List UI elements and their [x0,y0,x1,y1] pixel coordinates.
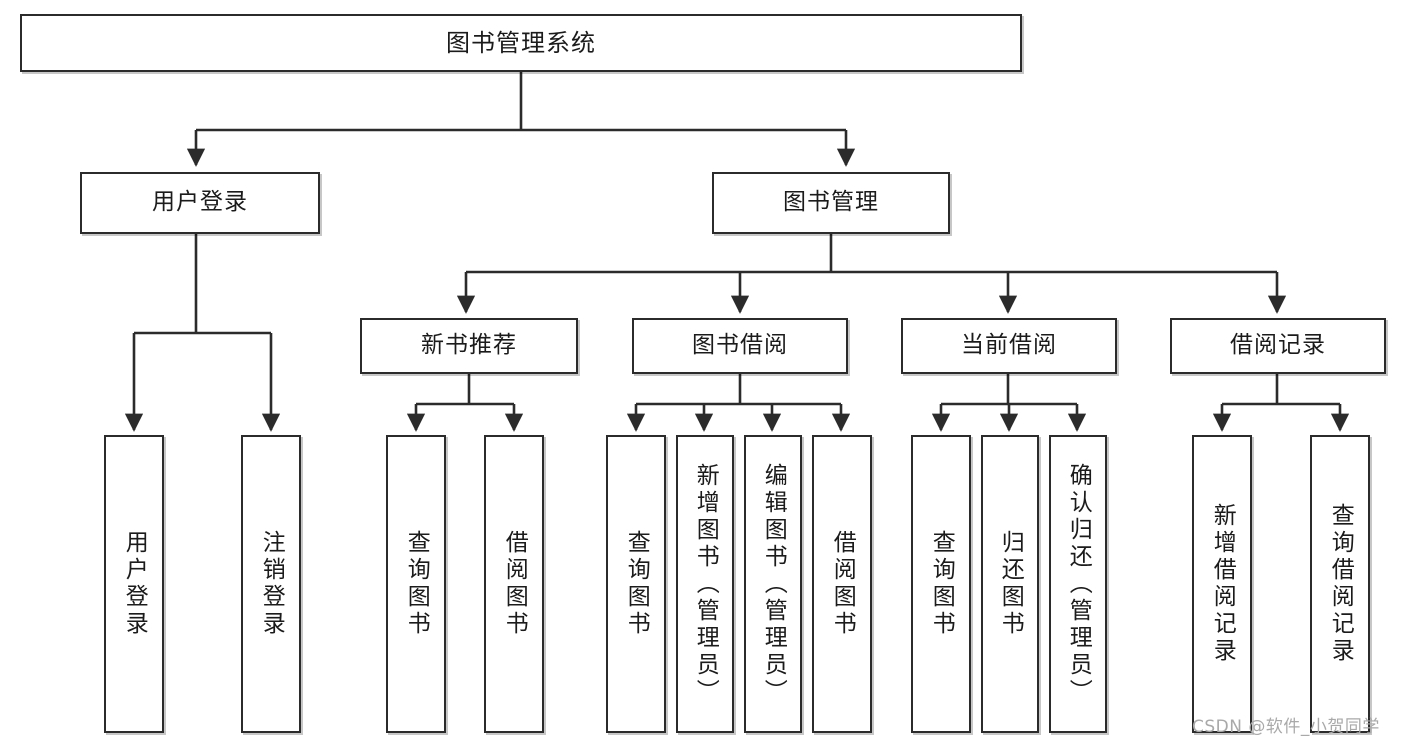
leaf-user-login-logout[interactable]: 注销登录 [241,435,301,733]
leaf-book-borrow-query-book[interactable]: 查询图书 [606,435,666,733]
node-book-management[interactable]: 图书管理 [712,172,950,234]
leaf-book-borrow-borrow-book[interactable]: 借阅图书 [812,435,872,733]
node-root-book-management-system[interactable]: 图书管理系统 [20,14,1022,72]
node-user-login[interactable]: 用户登录 [80,172,320,234]
node-borrow-record[interactable]: 借阅记录 [1170,318,1386,374]
watermark-text: CSDN @软件_小贺同学 [1192,717,1380,737]
leaf-current-borrow-query-book[interactable]: 查询图书 [911,435,971,733]
leaf-new-book-query-book[interactable]: 查询图书 [386,435,446,733]
leaf-book-borrow-add-book-admin[interactable]: 新增图书（管理员） [676,435,734,733]
leaf-current-borrow-return-book[interactable]: 归还图书 [981,435,1039,733]
leaf-borrow-record-query-record[interactable]: 查询借阅记录 [1310,435,1370,733]
node-current-borrow[interactable]: 当前借阅 [901,318,1117,374]
node-new-book-recommend[interactable]: 新书推荐 [360,318,578,374]
leaf-book-borrow-edit-book-admin[interactable]: 编辑图书（管理员） [744,435,802,733]
leaf-new-book-borrow-book[interactable]: 借阅图书 [484,435,544,733]
leaf-current-borrow-confirm-return-admin[interactable]: 确认归还（管理员） [1049,435,1107,733]
node-book-borrow[interactable]: 图书借阅 [632,318,848,374]
leaf-borrow-record-add-record[interactable]: 新增借阅记录 [1192,435,1252,733]
leaf-user-login-login[interactable]: 用户登录 [104,435,164,733]
